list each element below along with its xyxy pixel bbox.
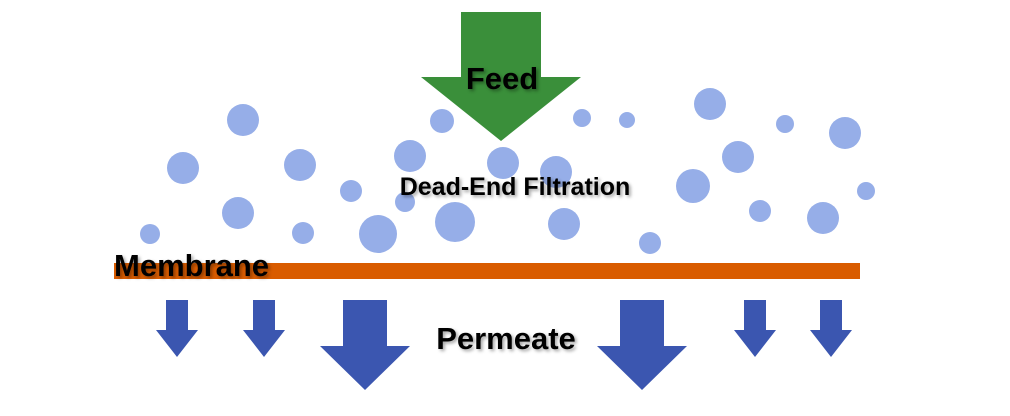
- permeate-arrow-group: [156, 300, 852, 390]
- feed-label: Feed: [466, 61, 538, 96]
- particle: [292, 222, 314, 244]
- permeate-label: Permeate: [436, 321, 576, 356]
- particle: [284, 149, 316, 181]
- particle: [749, 200, 771, 222]
- particle: [359, 215, 397, 253]
- particle: [395, 192, 415, 212]
- particle: [694, 88, 726, 120]
- particle: [222, 197, 254, 229]
- permeate-arrow: [243, 300, 285, 357]
- particle-group: [140, 88, 875, 254]
- particle: [167, 152, 199, 184]
- permeate-arrow: [734, 300, 776, 357]
- particle: [776, 115, 794, 133]
- particle: [676, 169, 710, 203]
- permeate-arrow: [156, 300, 198, 357]
- membrane-bar: [114, 263, 860, 279]
- particle: [435, 202, 475, 242]
- particle: [619, 112, 635, 128]
- particle: [829, 117, 861, 149]
- permeate-arrow: [597, 300, 687, 390]
- particle: [722, 141, 754, 173]
- permeate-arrow: [320, 300, 410, 390]
- particle: [573, 109, 591, 127]
- particle: [140, 224, 160, 244]
- particle: [857, 182, 875, 200]
- membrane-label: Membrane: [114, 248, 269, 283]
- particle: [430, 109, 454, 133]
- particle: [394, 140, 426, 172]
- particle: [639, 232, 661, 254]
- particle: [487, 147, 519, 179]
- permeate-arrow: [810, 300, 852, 357]
- particle: [340, 180, 362, 202]
- feed-arrow: [421, 12, 581, 141]
- particle: [548, 208, 580, 240]
- particle: [807, 202, 839, 234]
- particle: [227, 104, 259, 136]
- process-label: Dead-End Filtration: [400, 173, 631, 201]
- particle: [540, 156, 572, 188]
